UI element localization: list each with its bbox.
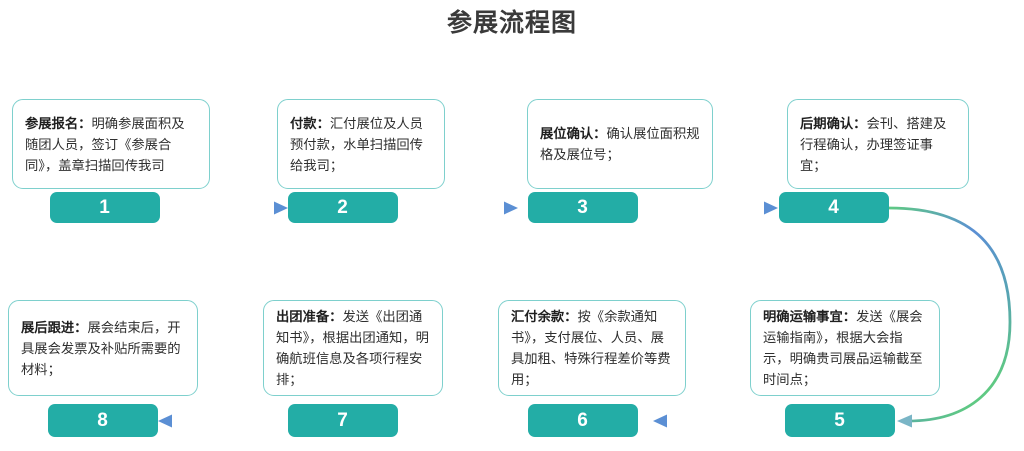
connector-2-to-3	[398, 201, 518, 215]
step-text-2: 付款：汇付展位及人员预付款，水单扫描回传给我司；	[290, 113, 432, 176]
step-text-3: 展位确认：确认展位面积规格及展位号；	[540, 123, 700, 165]
step-card-2[interactable]: 付款：汇付展位及人员预付款，水单扫描回传给我司；	[277, 99, 445, 189]
connector-1-to-2	[161, 201, 288, 215]
step-body-2: 汇付展位及人员预付款，水单扫描回传给我司；	[290, 115, 423, 173]
step-text-5: 明确运输事宜：发送《展会运输指南》，根据大会指示，明确贵司展品运输截至时间点；	[763, 306, 927, 390]
step-heading-6: 汇付余款：	[511, 309, 578, 324]
step-body-7: 发送《出团通知书》，根据出团通知，明确航班信息及各项行程安排；	[276, 309, 429, 387]
step-heading-5: 明确运输事宜：	[763, 309, 857, 324]
step-heading-4: 后期确认：	[800, 115, 867, 131]
step-card-1[interactable]: 参展报名：明确参展面积及随团人员，签订《参展合同》，盖章扫描回传我司	[12, 99, 210, 189]
step-badge-1[interactable]: 1	[50, 192, 160, 223]
step-badge-2[interactable]: 2	[288, 192, 398, 223]
step-heading-1: 参展报名：	[25, 115, 92, 131]
step-body-6: 按《余款通知书》，支付展位、人员、展具加租、特殊行程差价等费用；	[511, 309, 671, 387]
step-heading-2: 付款：	[290, 115, 330, 131]
step-card-3[interactable]: 展位确认：确认展位面积规格及展位号；	[527, 99, 713, 189]
step-text-4: 后期确认：会刊、搭建及行程确认，办理签证事宜；	[800, 113, 956, 176]
step-text-6: 汇付余款：按《余款通知书》，支付展位、人员、展具加租、特殊行程差价等费用；	[511, 306, 673, 390]
step-body-8: 展会结束后，开具展会发票及补贴所需要的材料；	[21, 319, 181, 377]
step-body-4: 会刊、搭建及行程确认，办理签证事宜；	[800, 115, 947, 173]
step-body-3: 确认展位面积规格及展位号；	[540, 126, 700, 162]
connector-7-to-8	[158, 414, 288, 428]
step-badge-3[interactable]: 3	[528, 192, 638, 223]
connector-6-to-7	[383, 414, 528, 428]
step-card-6[interactable]: 汇付余款：按《余款通知书》，支付展位、人员、展具加租、特殊行程差价等费用；	[498, 300, 686, 396]
step-card-7[interactable]: 出团准备：发送《出团通知书》，根据出团通知，明确航班信息及各项行程安排；	[263, 300, 443, 396]
step-badge-7[interactable]: 7	[288, 404, 398, 437]
step-card-5[interactable]: 明确运输事宜：发送《展会运输指南》，根据大会指示，明确贵司展品运输截至时间点；	[750, 300, 940, 396]
page-title: 参展流程图	[446, 9, 577, 37]
connector-3-to-4	[638, 201, 778, 215]
step-heading-8: 展后跟进：	[21, 319, 88, 335]
step-card-8[interactable]: 展后跟进：展会结束后，开具展会发票及补贴所需要的材料；	[8, 300, 198, 396]
step-body-5: 发送《展会运输指南》，根据大会指示，明确贵司展品运输截至时间点；	[763, 309, 923, 387]
step-text-8: 展后跟进：展会结束后，开具展会发票及补贴所需要的材料；	[21, 317, 185, 380]
step-heading-7: 出团准备：	[276, 309, 343, 324]
step-badge-5[interactable]: 5	[785, 404, 895, 437]
connector-5-to-6	[653, 414, 784, 428]
step-body-1: 明确参展面积及随团人员，签订《参展合同》，盖章扫描回传我司	[25, 115, 185, 173]
step-badge-4[interactable]: 4	[779, 192, 889, 223]
step-card-4[interactable]: 后期确认：会刊、搭建及行程确认，办理签证事宜；	[787, 99, 969, 189]
step-heading-3: 展位确认：	[540, 126, 607, 141]
step-badge-6[interactable]: 6	[528, 404, 638, 437]
step-text-7: 出团准备：发送《出团通知书》，根据出团通知，明确航班信息及各项行程安排；	[276, 306, 430, 390]
step-text-1: 参展报名：明确参展面积及随团人员，签订《参展合同》，盖章扫描回传我司	[25, 113, 197, 176]
step-badge-8[interactable]: 8	[48, 404, 158, 437]
